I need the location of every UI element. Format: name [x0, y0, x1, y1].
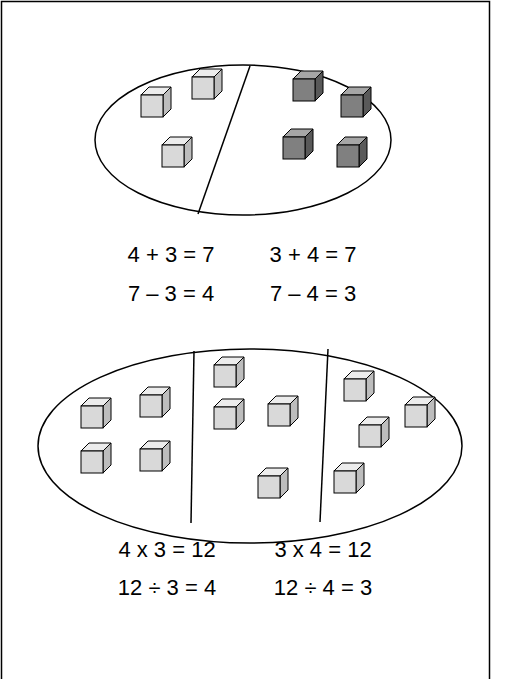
page-frame: [2, 2, 490, 679]
light-cube: [405, 397, 435, 427]
light-cube: [140, 441, 170, 471]
divider-line: [191, 351, 194, 523]
light-cube: [268, 396, 298, 426]
dark-cube: [283, 129, 313, 159]
equation: 3 + 4 = 7: [270, 242, 357, 268]
dark-cube: [341, 87, 371, 117]
light-cube: [140, 387, 170, 417]
dark-cube: [337, 137, 367, 167]
light-cube: [359, 417, 389, 447]
equation: 4 x 3 = 12: [118, 537, 215, 563]
light-cube: [81, 443, 111, 473]
equation: 12 ÷ 4 = 3: [274, 575, 372, 601]
light-cube: [214, 399, 244, 429]
light-cube: [334, 463, 364, 493]
light-cube: [141, 87, 171, 117]
light-cube: [258, 468, 288, 498]
group-ellipse: [38, 349, 462, 543]
equation: 7 – 4 = 3: [270, 281, 356, 307]
group-ellipse: [95, 65, 391, 215]
equation: 4 + 3 = 7: [128, 242, 215, 268]
light-cube: [214, 357, 244, 387]
equation: 12 ÷ 3 = 4: [118, 575, 216, 601]
equation: 7 – 3 = 4: [128, 281, 214, 307]
light-cube: [162, 137, 192, 167]
divider-line: [320, 349, 328, 522]
light-cube: [344, 371, 374, 401]
light-cube: [81, 398, 111, 428]
light-cube: [192, 69, 222, 99]
equation: 3 x 4 = 12: [274, 537, 371, 563]
dark-cube: [293, 71, 323, 101]
